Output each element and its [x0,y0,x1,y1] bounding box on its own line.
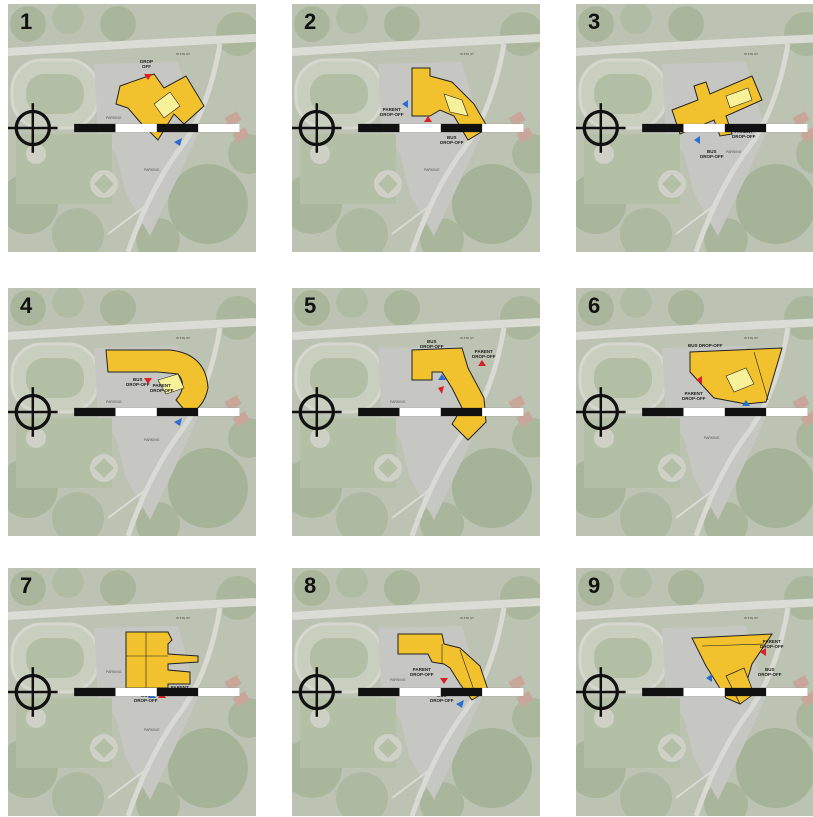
north-arrow-scale-bar [576,103,808,153]
parking-label: PARKING [144,438,160,442]
drop-off-arrow-blue [174,138,182,146]
parking-label: PARKING [424,168,440,172]
north-arrow-scale-bar [292,103,524,153]
option-number: 3 [588,9,601,34]
bus-drop-off-label: BUS DROP-OFF [126,377,150,387]
road-label: W 6TH ST [460,52,474,56]
drop-off-arrow-blue [456,700,464,708]
parent-drop-off-label: PARENT DROP-OFF [150,383,174,393]
aerial-map-2 [292,4,540,252]
site-plan-option-3: 3 BUS DROP-OFF PARENT DROP-OFF PARKING W… [576,4,813,252]
aerial-map-6 [576,288,813,536]
option-number: 9 [588,573,601,598]
parking-label: PARKING [106,400,122,404]
drop-off-arrow-blue [174,418,182,426]
site-plan-option-5: 5 BUS DROP-OFF PARENT DROP-OFF PARKING W… [292,288,540,536]
parking-label: PARKING [106,116,122,120]
site-plan-option-8: 8 PARENT DROP-OFF BUS DROP-OFF PARKING W… [292,568,540,816]
site-plan-option-2: 2 PARENT DROP-OFF BUS DROP-OFF PARKING W… [292,4,540,252]
bus-drop-off-label: BUS DROP-OFF [688,343,723,348]
option-number: 6 [588,293,601,318]
option-number: 8 [304,573,317,598]
site-plan-option-7: 7 BUS DROP-OFF PARENT DROP-OFF PARKING P… [8,568,256,816]
option-number: 5 [304,293,317,318]
option-number: 2 [304,9,317,34]
drop-off-arrow-red [440,678,448,684]
road-label: W 6TH ST [176,336,190,340]
parent-drop-off-label: PARENT DROP-OFF [410,667,434,677]
parking-label: PARKING [144,728,160,732]
bus-drop-off-label: BUS DROP-OFF [440,135,464,145]
parking-label: PARKING [726,150,742,154]
parent-drop-off-label: PARENT DROP-OFF [760,639,784,649]
north-arrow-scale-bar [576,387,808,437]
drop-off-arrow-blue [402,100,408,108]
courtyard [157,373,185,395]
parent-drop-off-label: PARENT DROP-OFF [472,349,496,359]
drop-off-arrow-red [424,116,432,122]
drop-off-arrow-blue [694,136,700,144]
north-arrow-scale-bar [8,387,240,437]
road-label: W 6TH ST [744,616,758,620]
option-number: 4 [20,293,33,318]
drop-off-arrow-red [760,648,766,656]
parent-drop-off-label: PARENT DROP-OFF [380,107,404,117]
courtyard [725,87,753,109]
road-label: W 6TH ST [744,336,758,340]
aerial-map-7 [8,568,256,816]
drop-off-arrow-red [438,386,444,394]
road-label: W 6TH ST [176,52,190,56]
north-arrow-scale-bar [292,667,524,717]
bus-drop-off-label: BUS DROP-OFF [758,667,782,677]
drop-off-arrow-red [144,74,152,80]
drop-off-arrow-blue [706,674,712,682]
courtyard [725,367,755,393]
road-label: W 6TH ST [744,52,758,56]
site-plan-option-1: 1 DROP OFF PARKING PARKING W 6TH ST [8,4,256,252]
site-plan-option-4: 4 BUS DROP-OFF PARENT DROP-OFF PARKING P… [8,288,256,536]
option-number: 1 [20,9,33,34]
site-plan-option-9: 9 PARENT DROP-OFF BUS DROP-OFF W 6TH ST [576,568,813,816]
courtyard [153,91,181,119]
drop-off-arrow-blue [438,374,446,380]
drop-off-arrow-red [144,378,152,384]
parking-label: PARKING [390,400,406,404]
bus-drop-off-label: BUS DROP-OFF [420,339,444,349]
north-arrow-scale-bar [8,103,240,153]
road-label: W 6TH ST [460,336,474,340]
aerial-map-1 [8,4,256,252]
building-footprint [105,349,209,415]
building-footprint [125,631,199,689]
parking-label: PARKING [144,168,160,172]
drop-off-label: DROP OFF [140,59,154,69]
parking-label: PARKING [704,436,720,440]
road-label: W 6TH ST [176,616,190,620]
aerial-map-3 [576,4,813,252]
aerial-map-4 [8,288,256,536]
bus-drop-off-label: BUS DROP-OFF [700,149,724,159]
parking-label: PARKING [106,670,122,674]
drop-off-arrow-red [696,376,702,384]
north-arrow-scale-bar [576,667,808,717]
courtyard [443,93,469,117]
parent-drop-off-label: PARENT DROP-OFF [682,391,706,401]
road-label: W 6TH ST [460,616,474,620]
site-plan-option-6: 6 BUS DROP-OFF PARENT DROP-OFF PARKING W… [576,288,813,536]
parking-label: PARKING [390,678,406,682]
north-arrow-scale-bar [292,387,524,437]
option-number: 7 [20,573,33,598]
north-arrow-scale-bar [8,667,240,717]
drop-off-arrow-blue [742,400,750,406]
drop-off-arrow-red [478,360,486,366]
